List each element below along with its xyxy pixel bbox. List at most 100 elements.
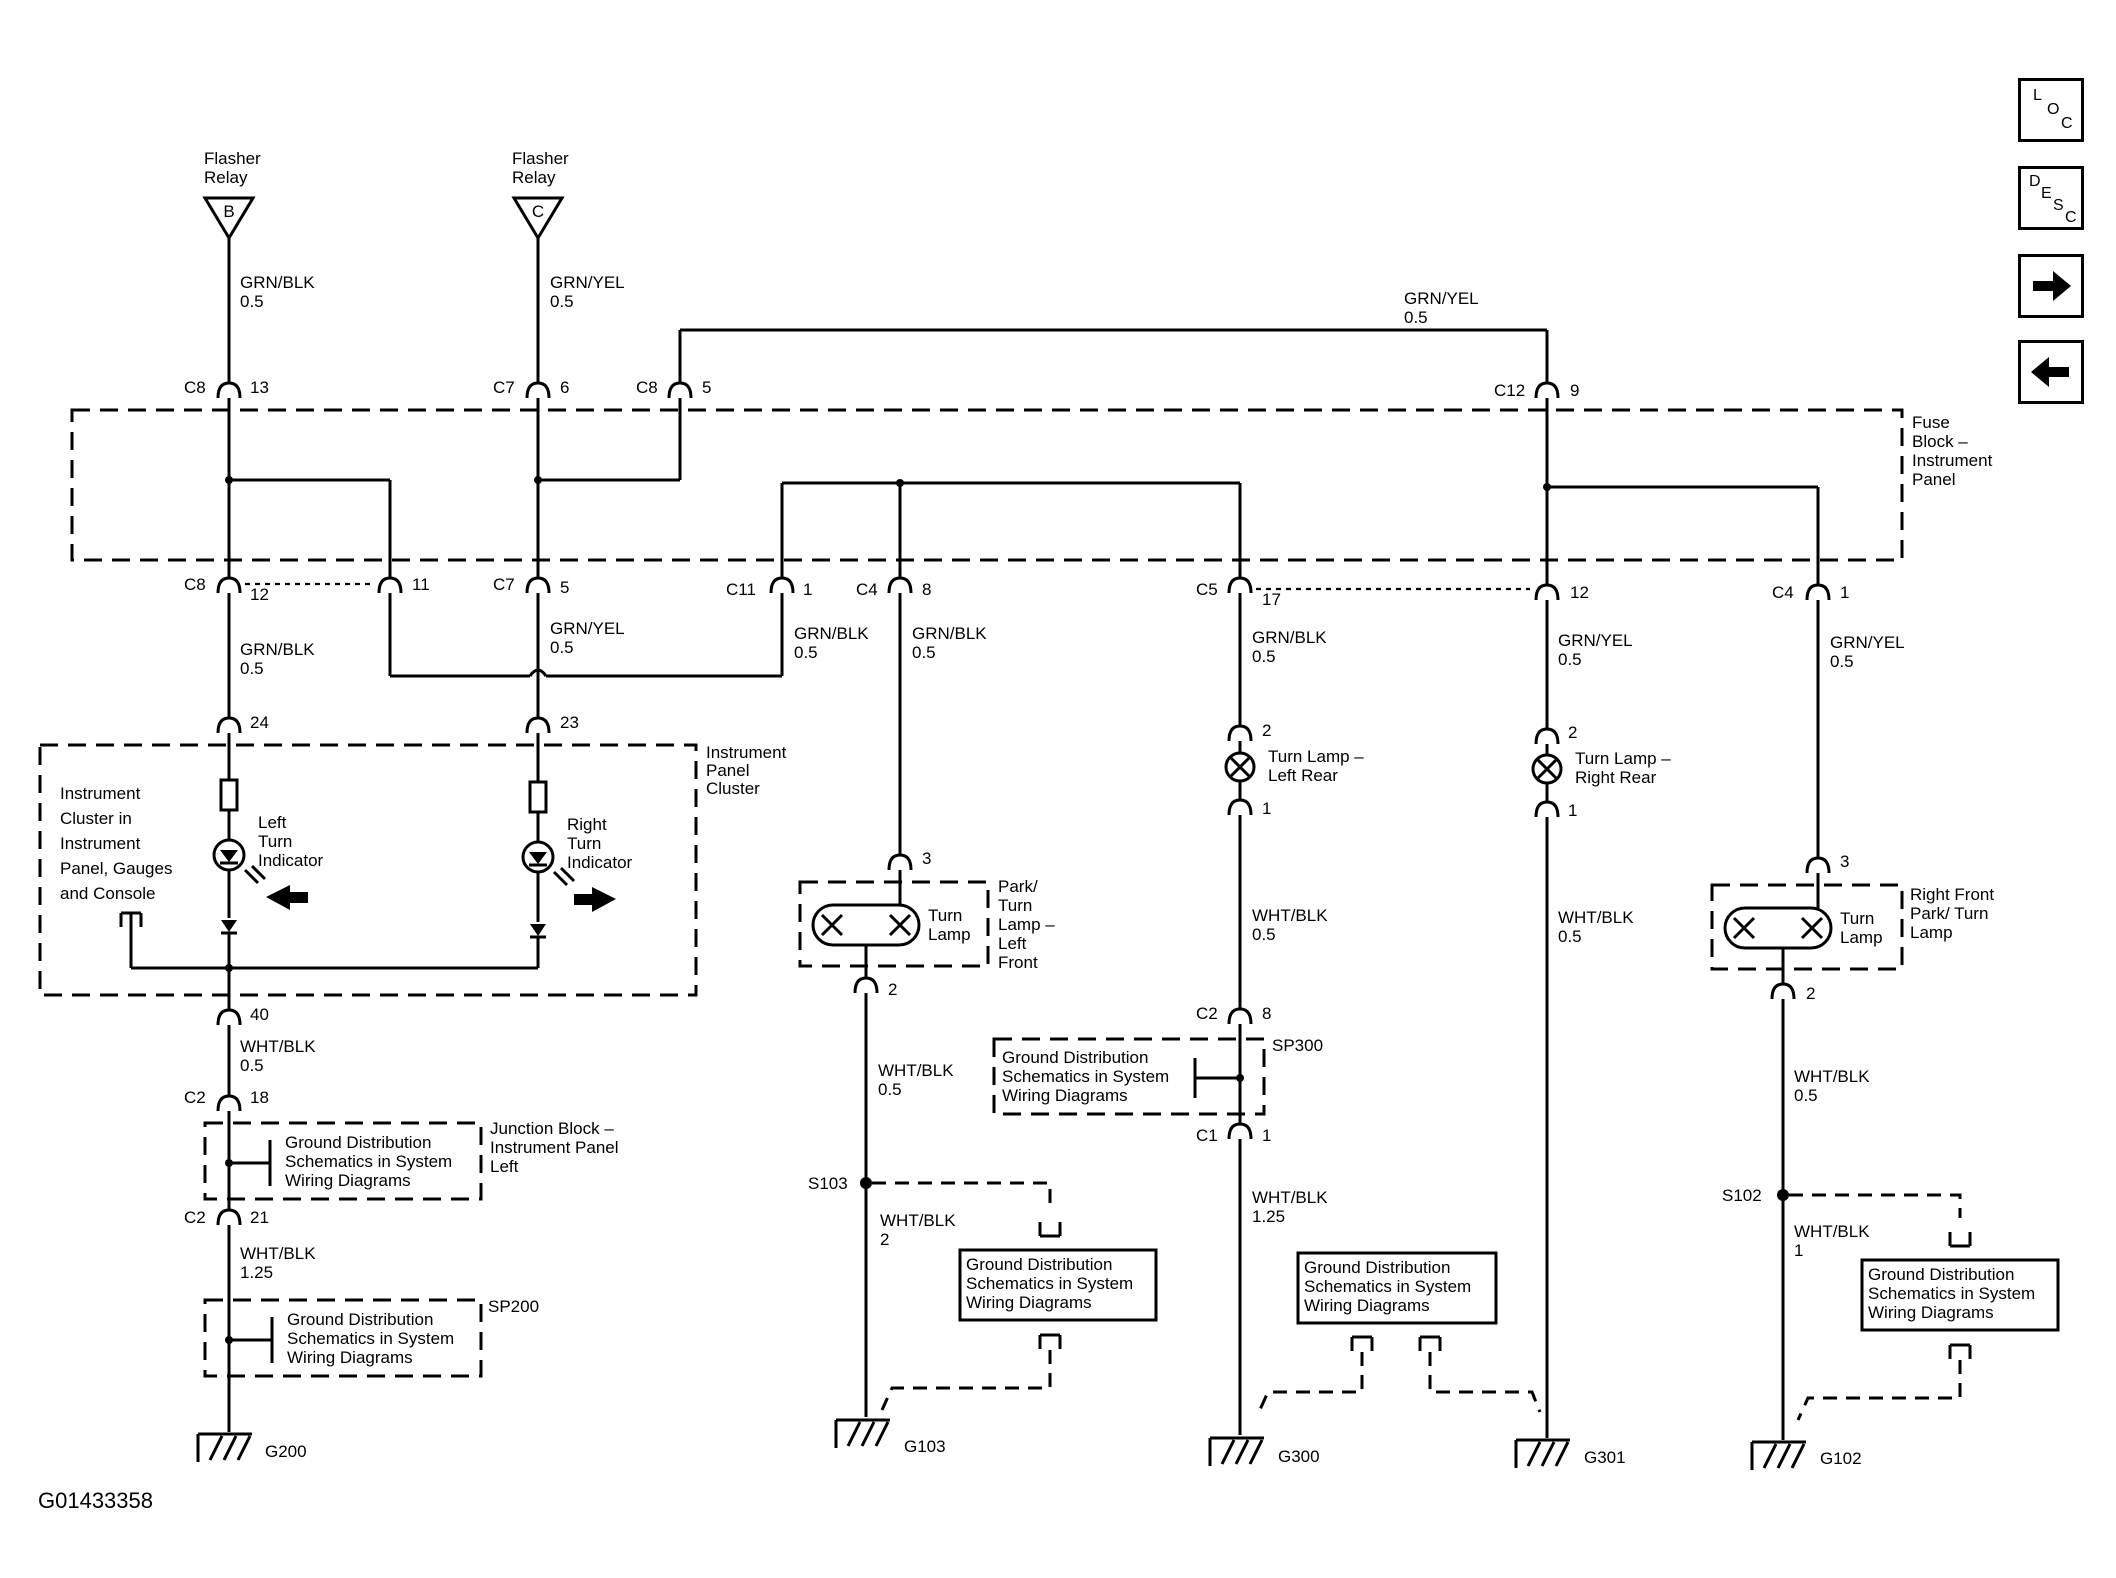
splice-dot — [1777, 1189, 1789, 1201]
left-indicator-label: Left Turn Indicator — [258, 813, 324, 870]
conn-pin: 8 — [1262, 1004, 1271, 1023]
gds-note: Ground Distribution Schematics in System… — [287, 1310, 459, 1367]
wire-label: GRN/YEL — [1558, 631, 1633, 650]
fuse-block-label-4: Panel — [1912, 470, 1955, 489]
diode-icon — [221, 920, 237, 932]
wire-gauge: 0.5 — [1252, 647, 1276, 666]
ground-label: G301 — [1584, 1448, 1626, 1467]
wire-label: WHT/BLK — [880, 1211, 956, 1230]
conn-pin: 6 — [560, 378, 569, 397]
bulb-icon — [1224, 751, 1256, 783]
conn-pin: 1 — [1262, 799, 1271, 818]
wire-gauge: 0.5 — [1794, 1086, 1818, 1105]
gds-note: Ground Distribution Schematics in System… — [1002, 1048, 1174, 1105]
conn-pin: 3 — [1840, 852, 1849, 871]
connector — [216, 381, 242, 400]
conn-id: C2 — [1196, 1004, 1218, 1023]
rr-1: Turn Lamp – — [1575, 749, 1671, 768]
wire-gauge: 1.25 — [1252, 1207, 1285, 1226]
loc-button[interactable]: L O C — [2018, 78, 2084, 142]
fuse-block-label: Fuse Block – Instrument Panel — [1912, 413, 1997, 489]
relay-c-name-1: Flasher — [512, 149, 569, 168]
wire-label: WHT/BLK — [240, 1244, 316, 1263]
left-ind-1: Left — [258, 813, 287, 832]
conn-pin: 2 — [888, 980, 897, 999]
lamp-capsule — [811, 903, 921, 947]
gds-1: Ground Distribution — [1868, 1265, 2014, 1284]
desc-letter: C — [2065, 209, 2077, 226]
wire-gauge: 0.5 — [1252, 925, 1276, 944]
tl-2: Lamp — [1840, 928, 1883, 947]
junction-1: Junction Block – — [490, 1119, 614, 1138]
gds-1: Ground Distribution — [1002, 1048, 1148, 1067]
next-button[interactable] — [2018, 254, 2084, 318]
lr-1: Turn Lamp – — [1268, 747, 1364, 766]
gds-note: Ground Distribution Schematics in System… — [1868, 1265, 2040, 1322]
wire-label: WHT/BLK — [1794, 1222, 1870, 1241]
sp300-outline — [992, 1037, 1266, 1116]
conn-id: C1 — [1196, 1126, 1218, 1145]
bulb-icon — [1531, 753, 1563, 785]
ipc-outline — [38, 743, 698, 997]
lf-3: Lamp – — [998, 915, 1055, 934]
ipc-note-5: and Console — [60, 884, 155, 903]
desc-button[interactable]: D E S C — [2018, 166, 2084, 230]
fuse-block-label-3: Instrument — [1912, 451, 1993, 470]
lamp-capsule — [1723, 906, 1833, 950]
lf-4: Left — [998, 934, 1027, 953]
splice-dot — [860, 1177, 872, 1189]
lr-lamp-label: Turn Lamp – Left Rear — [1268, 747, 1368, 785]
sp200-outline — [203, 1298, 483, 1378]
wire-label: GRN/YEL — [550, 619, 625, 638]
conn-pin: 1 — [803, 580, 812, 599]
gds-3: Wiring Diagrams — [1002, 1086, 1128, 1105]
ipc-note: Instrument Cluster in Instrument Panel, … — [60, 784, 177, 903]
relay-b-triangle — [202, 196, 256, 241]
wire-label: GRN/BLK — [240, 273, 315, 292]
rf-1: Right Front — [1910, 885, 1994, 904]
conn-pin: 13 — [250, 378, 269, 397]
prev-button[interactable] — [2018, 340, 2084, 404]
ipc-note-4: Panel, Gauges — [60, 859, 172, 878]
loc-letter: L — [2033, 87, 2042, 104]
left-ind-3: Indicator — [258, 851, 324, 870]
conn-id: C11 — [726, 580, 756, 599]
lf-lamp-outline — [798, 880, 990, 968]
gds-2: Schematics in System — [1002, 1067, 1169, 1086]
ipc-label-3: Cluster — [706, 779, 760, 798]
rr-lamp-label: Turn Lamp – Right Rear — [1575, 749, 1675, 787]
left-arrow-indicator-icon — [266, 885, 308, 910]
wire-gauge: 0.5 — [912, 643, 936, 662]
wire-label: GRN/BLK — [240, 640, 315, 659]
rf-lamp-outline — [1710, 883, 1904, 971]
gds-3: Wiring Diagrams — [287, 1348, 413, 1367]
ipc-note-2: Cluster in — [60, 809, 132, 828]
conn-pin: 5 — [560, 578, 569, 597]
fuse-block-outline — [70, 408, 1904, 562]
conn-pin: 23 — [560, 713, 579, 732]
ipc-label-1: Instrument — [706, 743, 787, 762]
relay-b-name-2: Relay — [204, 168, 248, 187]
right-ind-3: Indicator — [567, 853, 633, 872]
fuse-block-label-2: Block – — [1912, 432, 1968, 451]
wire-gauge: 0.5 — [1558, 927, 1582, 946]
rf-turn-lamp-label: Turn Lamp — [1840, 909, 1883, 947]
ground-label: G103 — [904, 1437, 946, 1456]
rr-2: Right Rear — [1575, 768, 1657, 787]
gds-note: Ground Distribution Schematics in System… — [966, 1255, 1138, 1312]
conn-pin: 24 — [250, 713, 269, 732]
conn-pin: 18 — [250, 1088, 269, 1107]
gds-3: Wiring Diagrams — [1304, 1296, 1430, 1315]
gds-2: Schematics in System — [1304, 1277, 1471, 1296]
right-ind-2: Turn — [567, 834, 601, 853]
gds-1: Ground Distribution — [287, 1310, 433, 1329]
wire-gauge: 1 — [1794, 1241, 1803, 1260]
conn-pin: 9 — [1570, 381, 1579, 400]
tl-1: Turn — [1840, 909, 1874, 928]
relay-c-name-2: Relay — [512, 168, 556, 187]
conn-pin: 11 — [412, 575, 430, 594]
wire-gauge: 0.5 — [240, 1056, 264, 1075]
gds-note: Ground Distribution Schematics in System… — [1304, 1258, 1476, 1315]
wire-label: GRN/YEL — [1830, 633, 1905, 652]
wire-label: GRN/YEL — [1404, 289, 1479, 308]
